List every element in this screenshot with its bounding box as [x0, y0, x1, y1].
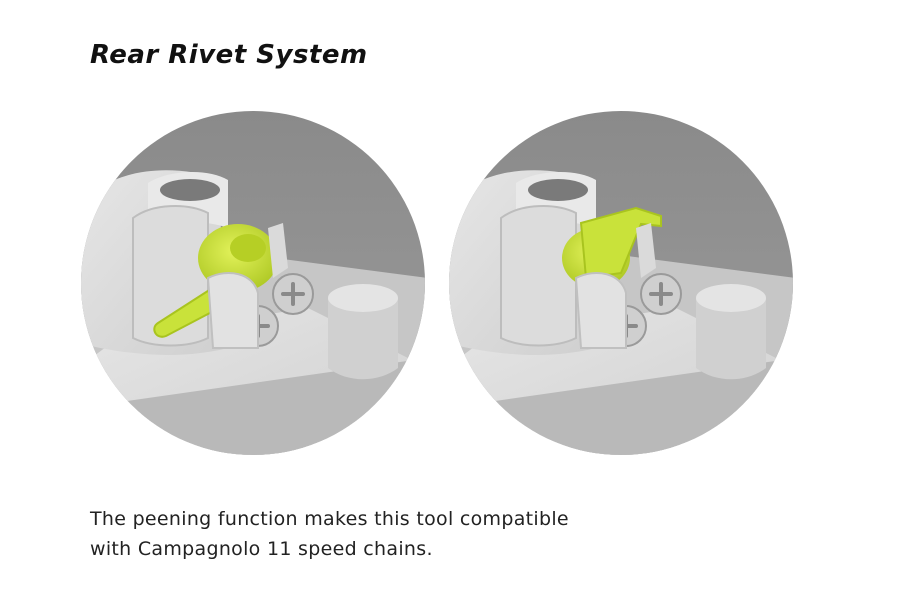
caption-line-1: The peening function makes this tool com… — [90, 508, 569, 530]
page-title: Rear Rivet System — [90, 40, 368, 70]
rivet-lever-retracted-icon — [449, 111, 793, 455]
caption: The peening function makes this tool com… — [90, 504, 569, 564]
rivet-lever-retracted-illustration — [446, 108, 796, 462]
caption-line-2: with Campagnolo 11 speed chains. — [90, 538, 433, 560]
rivet-lever-extended-icon — [81, 111, 425, 455]
rivet-lever-extended-illustration — [78, 108, 428, 462]
